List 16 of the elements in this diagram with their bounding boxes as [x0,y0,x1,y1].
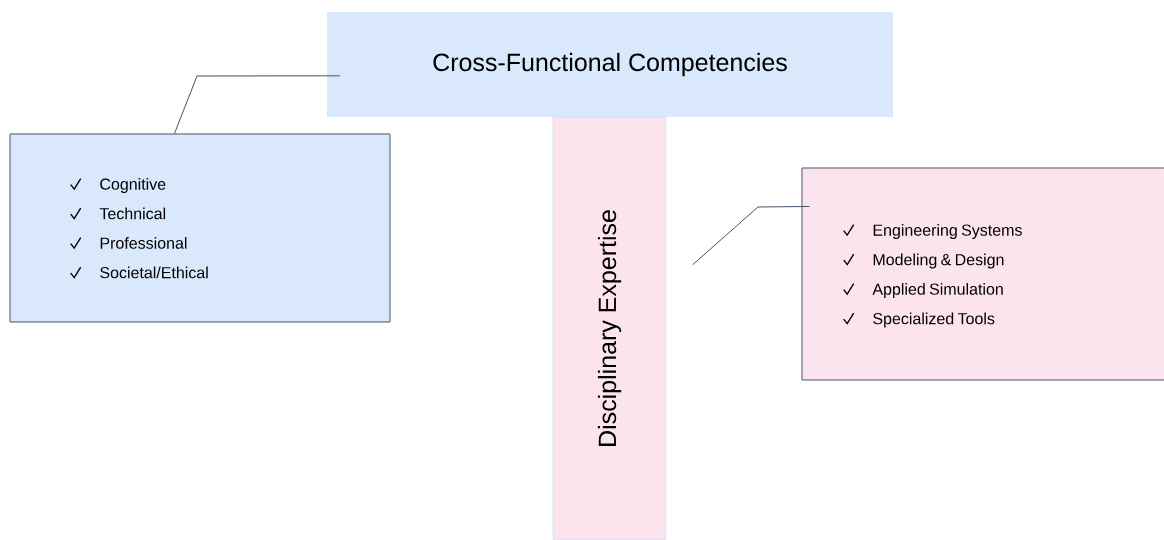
leader-line [692,206,810,266]
leader-line [174,75,341,134]
list-item: Societal/Ethical [100,266,208,279]
vertical-band [552,116,667,540]
heading-text: Cross-Functional Competencies [433,52,787,77]
list-item: Technical [99,207,166,220]
checklist-box [801,167,1164,381]
heading-box [327,12,893,117]
list-item: Professional [100,237,187,249]
list-item: Modeling & Design [873,253,1004,269]
list-item: Specialized Tools [873,312,995,328]
list-item: Engineering Systems [873,224,1022,239]
list-item: Cognitive [100,178,166,193]
list-item: Applied Simulation [872,283,1003,298]
checklist-box [9,133,391,323]
vertical-label: Disciplinary Expertise [597,210,622,446]
